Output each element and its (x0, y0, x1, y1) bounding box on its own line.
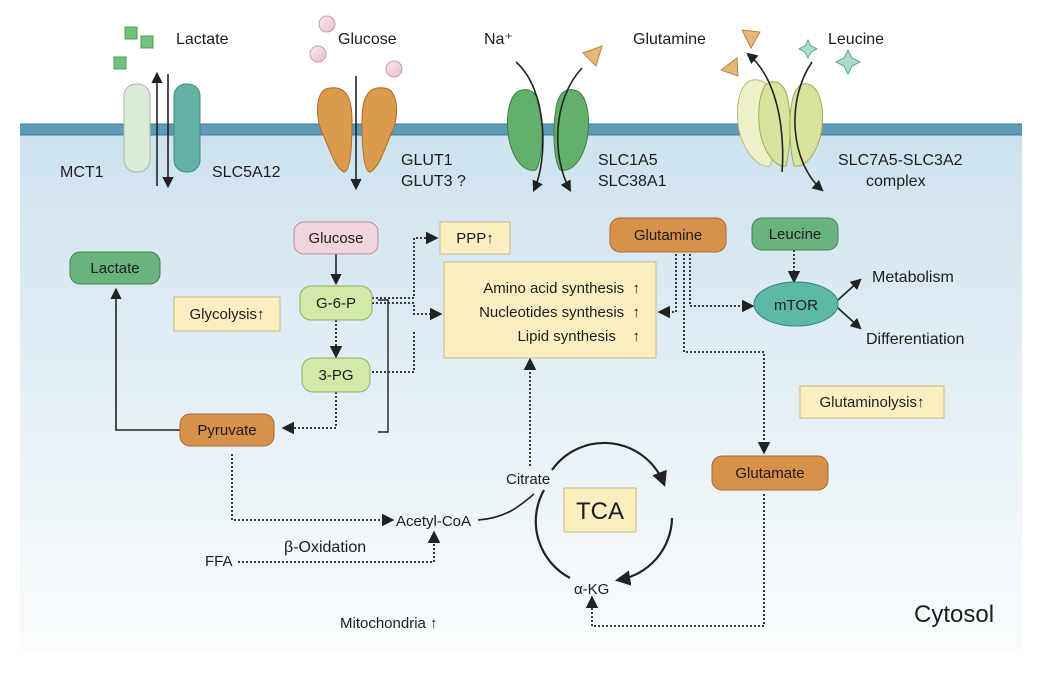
glycolysis-label: Glycolysis↑ (189, 306, 264, 323)
pg3-node-label: 3-PG (318, 367, 353, 384)
glutamate-node: Glutamate (711, 455, 829, 491)
slc5a12-label: SLC5A12 (212, 164, 281, 181)
glucose-outside-label: Glucose (338, 31, 397, 48)
slc1a5-label: SLC1A5 (598, 152, 658, 169)
lactate-squares-icon (113, 26, 154, 70)
slc7a5-label: SLC7A5-SLC3A2 (838, 152, 963, 169)
glutaminolysis-label: Glutaminolysis↑ (819, 394, 924, 411)
mct1-transporter (123, 71, 201, 189)
sodium-label: Na⁺ (484, 31, 513, 48)
pyruvate-node: Pyruvate (179, 413, 275, 447)
slc1a5-transporter (506, 61, 590, 193)
glutamate-node-label: Glutamate (735, 465, 804, 482)
lactate-node: Lactate (69, 251, 161, 285)
metabolism-label: Metabolism (872, 269, 954, 286)
glutaminolysis-box: Glutaminolysis↑ (799, 385, 945, 419)
differentiation-label: Differentiation (866, 331, 964, 348)
glucose-node: Glucose (293, 221, 379, 255)
leucine-node: Leucine (751, 217, 839, 251)
g6p-node: G-6-P (299, 285, 373, 321)
glut3-label: GLUT3 ? (401, 173, 466, 190)
citrate-label: Citrate (506, 471, 550, 488)
glut-transporter (317, 76, 397, 191)
glutamine-triangle-icon (741, 29, 761, 50)
glucose-node-label: Glucose (308, 230, 363, 247)
synthesis-box: Amino acid synthesis ↑ Nucleotides synth… (443, 261, 657, 359)
glut1-label: GLUT1 (401, 152, 453, 169)
nucleotides-synthesis-label: Nucleotides synthesis ↑ (479, 304, 640, 321)
tca-box: TCA (563, 487, 637, 533)
cytosol-label: Cytosol (914, 601, 994, 628)
amino-acid-synthesis-label: Amino acid synthesis ↑ (483, 280, 640, 297)
pg3-node: 3-PG (301, 357, 371, 393)
ppp-box: PPP↑ (439, 221, 511, 255)
ppp-label: PPP↑ (456, 230, 494, 247)
lactate-node-label: Lactate (90, 260, 139, 277)
glutamine-outside-label: Glutamine (633, 31, 706, 48)
slc7a5-transporter (736, 52, 824, 192)
complex-label: complex (866, 173, 926, 190)
leucine-star-icon (834, 48, 862, 76)
slc38a1-label: SLC38A1 (598, 173, 667, 190)
ffa-label: FFA (205, 553, 233, 570)
g6p-node-label: G-6-P (316, 295, 356, 312)
glucose-spheres-icon (309, 15, 403, 78)
glutamine-node-label: Glutamine (634, 227, 702, 244)
pyruvate-node-label: Pyruvate (197, 422, 256, 439)
leucine-star-icon (797, 38, 819, 60)
mtor-node: mTOR (753, 281, 839, 327)
glutamine-node: Glutamine (609, 217, 727, 253)
tca-label: TCA (576, 498, 624, 525)
mct1-label: MCT1 (60, 164, 104, 181)
alpha-kg-label: α-KG (574, 581, 609, 598)
mtor-node-label: mTOR (774, 297, 818, 314)
beta-oxidation-label: β-Oxidation (284, 539, 366, 556)
glutamine-triangle-icon (582, 45, 603, 67)
lactate-outside-label: Lactate (176, 31, 229, 48)
glycolysis-box: Glycolysis↑ (173, 296, 281, 332)
acetyl-coa-label: Acetyl-CoA (396, 513, 471, 530)
lipid-synthesis-label: Lipid synthesis ↑ (517, 328, 640, 345)
leucine-outside-label: Leucine (828, 31, 884, 48)
leucine-node-label: Leucine (769, 226, 822, 243)
glutamine-triangle-icon (719, 57, 739, 77)
mitochondria-label: Mitochondria ↑ (340, 615, 438, 632)
